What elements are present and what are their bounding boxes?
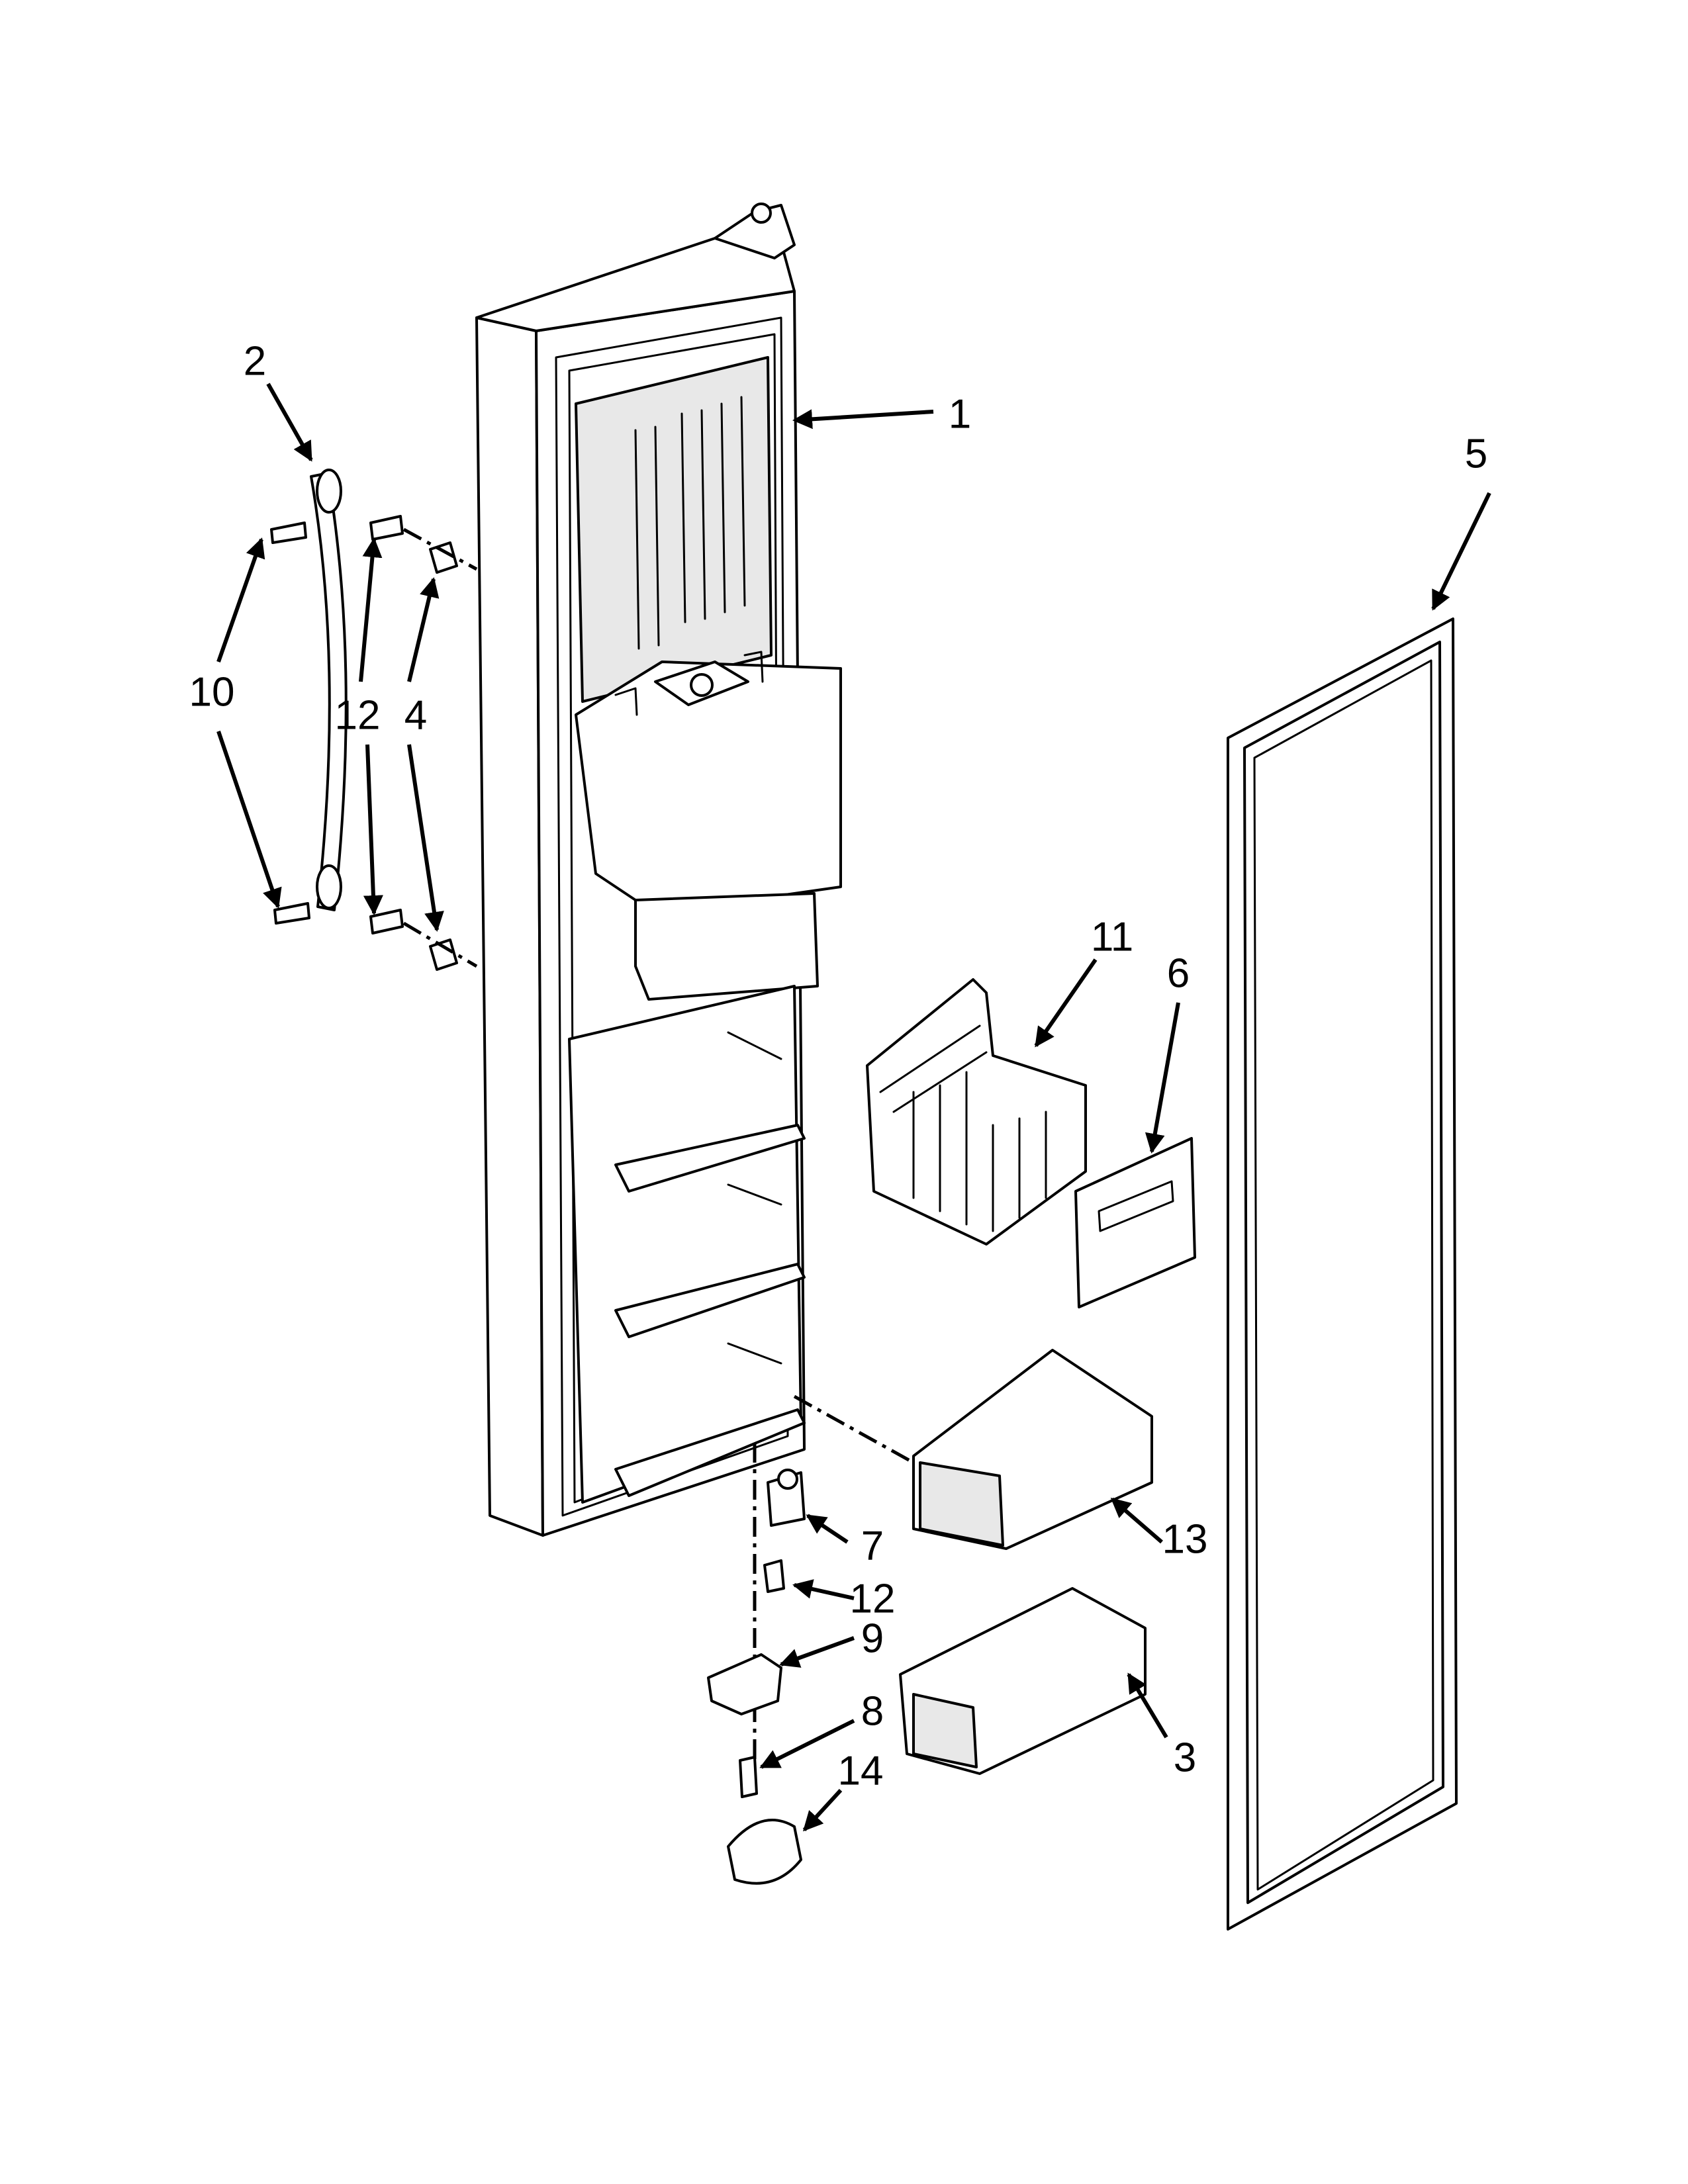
callout-14: 14: [838, 1748, 884, 1794]
lower-door-bin: [899, 1587, 1147, 1775]
callout-3: 3: [1174, 1735, 1196, 1780]
callout-13: 13: [1162, 1516, 1208, 1562]
leader-arrows: [216, 383, 1491, 1832]
callout-8: 8: [861, 1688, 884, 1734]
callout-2: 2: [244, 338, 266, 384]
door-gasket: [1227, 617, 1458, 1931]
basket-front-cover: [1074, 1137, 1196, 1308]
wire-basket: [866, 978, 1087, 1246]
callout-labels: 1 2 3 4 5 6 7 8 9 10 11 12 12 13 14: [189, 338, 1488, 1794]
callout-12b: 12: [850, 1576, 896, 1621]
door-handle: [310, 469, 348, 911]
callout-7: 7: [861, 1523, 884, 1569]
callout-1: 1: [949, 391, 971, 437]
callout-9: 9: [861, 1615, 884, 1661]
mounting-screws: [369, 515, 404, 934]
callout-11: 11: [1091, 914, 1133, 960]
callout-12a: 12: [335, 692, 381, 738]
upper-door-bin: [793, 1349, 1153, 1550]
door-panel: [475, 203, 842, 1537]
handle-screws: [270, 522, 310, 925]
callout-4: 4: [404, 692, 427, 738]
hinge-parts: [707, 1443, 806, 1885]
callout-5: 5: [1465, 431, 1487, 477]
callout-6: 6: [1167, 950, 1190, 996]
callout-10: 10: [189, 669, 235, 715]
handle-spacers: [402, 527, 478, 971]
